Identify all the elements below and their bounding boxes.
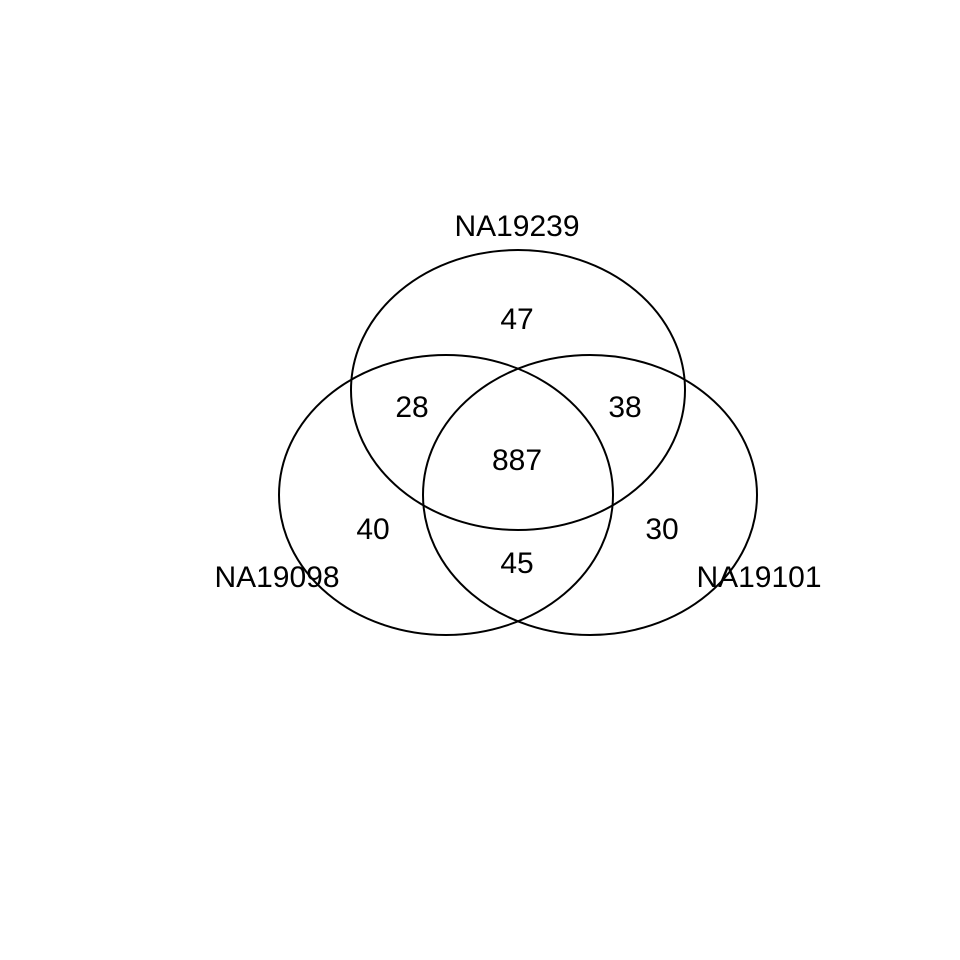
region-count-na19098-only: 40	[356, 513, 389, 546]
set-label-na19098: NA19098	[214, 561, 339, 594]
region-count-na19239-na19101: 38	[608, 391, 641, 424]
region-count-all-three: 887	[492, 444, 542, 477]
set-circle-na19101	[422, 354, 758, 636]
set-label-na19101: NA19101	[696, 561, 821, 594]
set-circle-na19239	[350, 249, 686, 531]
set-circle-na19098	[278, 354, 614, 636]
region-count-na19098-na19101: 45	[500, 547, 533, 580]
region-count-na19101-only: 30	[645, 513, 678, 546]
region-count-na19239-na19098: 28	[395, 391, 428, 424]
set-label-na19239: NA19239	[454, 210, 579, 243]
region-count-na19239-only: 47	[500, 303, 533, 336]
